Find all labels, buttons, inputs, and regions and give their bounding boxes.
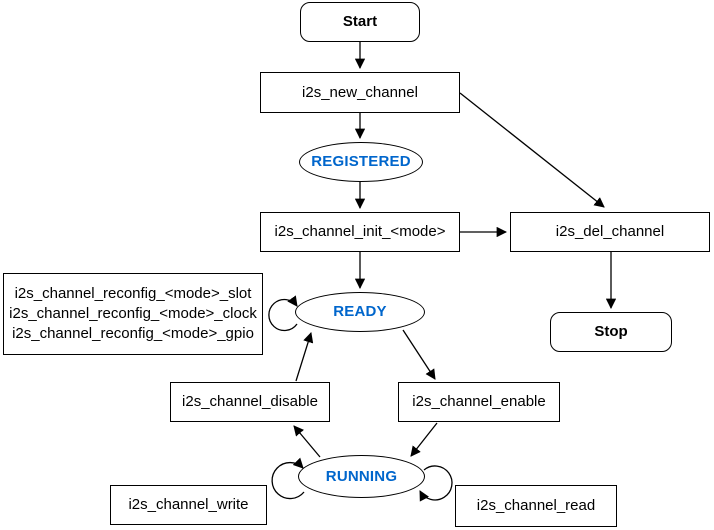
node-i2s-new-channel: i2s_new_channel [260, 72, 460, 113]
node-i2s-new-channel-label: i2s_new_channel [302, 83, 418, 101]
node-stop: Stop [550, 312, 672, 352]
node-start: Start [300, 2, 420, 42]
node-state-running: RUNNING [298, 455, 425, 498]
edge-ready-self-loop [268, 295, 298, 332]
edge-running-self-loop-write [271, 457, 305, 500]
node-i2s-channel-enable-label: i2s_channel_enable [412, 393, 546, 410]
node-start-label: Start [342, 13, 378, 30]
node-state-registered-label: REGISTERED [311, 153, 411, 170]
node-stop-label: Stop [594, 323, 628, 340]
node-state-ready: READY [295, 292, 425, 332]
node-i2s-channel-write-label: i2s_channel_write [128, 496, 249, 513]
node-i2s-channel-disable-label: i2s_channel_disable [182, 393, 318, 410]
edge-running-to-disable [293, 425, 321, 458]
node-state-running-label: RUNNING [325, 467, 398, 485]
reconfig-line-slot: i2s_channel_reconfig_<mode>_slot [14, 285, 252, 302]
node-i2s-channel-write: i2s_channel_write [110, 485, 267, 525]
node-state-ready-label: READY [333, 303, 387, 320]
edge-disable-to-ready [295, 332, 314, 382]
node-i2s-channel-reconfig: i2s_channel_reconfig_<mode>_slot i2s_cha… [3, 273, 263, 355]
node-i2s-channel-read: i2s_channel_read [455, 485, 617, 527]
node-i2s-channel-init-label: i2s_channel_init_<mode> [274, 223, 446, 240]
node-i2s-channel-read-label: i2s_channel_read [476, 497, 596, 514]
node-state-registered: REGISTERED [299, 142, 423, 182]
reconfig-line-clock: i2s_channel_reconfig_<mode>_clock [9, 305, 257, 322]
node-i2s-channel-init: i2s_channel_init_<mode> [260, 212, 460, 252]
node-i2s-del-channel-label: i2s_del_channel [555, 223, 665, 240]
node-i2s-del-channel: i2s_del_channel [510, 212, 710, 252]
node-i2s-channel-enable: i2s_channel_enable [398, 382, 560, 422]
edge-enable-to-running [410, 422, 438, 457]
node-i2s-channel-disable: i2s_channel_disable [170, 382, 330, 422]
edge-new-channel-to-del-channel [459, 92, 605, 208]
edge-running-self-loop-read [419, 465, 453, 502]
reconfig-line-gpio: i2s_channel_reconfig_<mode>_gpio [12, 325, 254, 342]
edge-ready-to-enable [402, 329, 436, 380]
